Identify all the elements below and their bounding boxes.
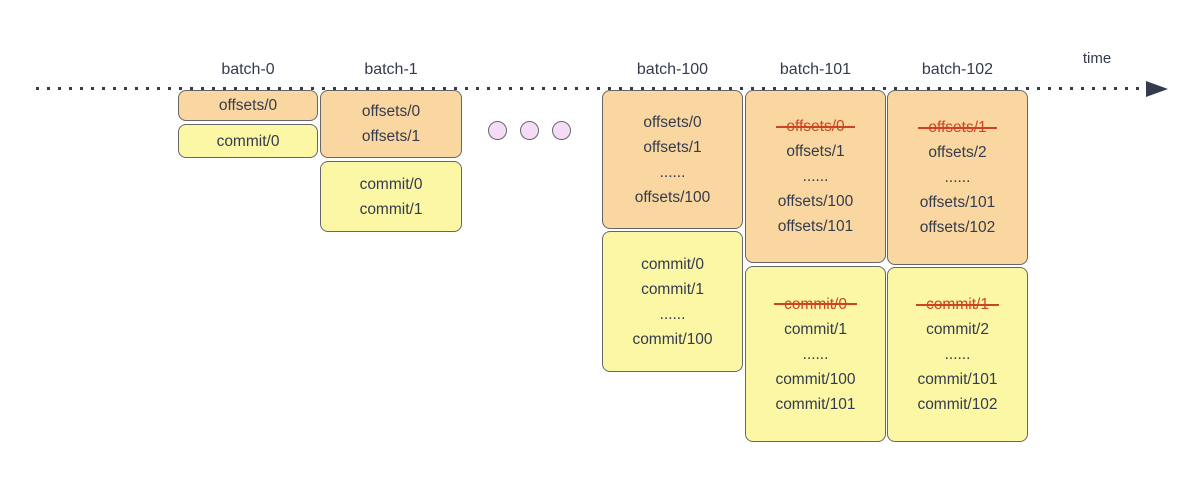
batch-102-label: batch-102 — [921, 61, 994, 78]
box-line: commit/1 — [641, 280, 704, 298]
box-line: commit/0 — [216, 132, 280, 150]
batch-102-commit-box: commit/1 commit/2 ...... commit/101 comm… — [887, 267, 1028, 442]
box-line: offsets/101 — [777, 218, 854, 235]
batch-0-label: batch-0 — [221, 61, 275, 78]
batch-0-offsets-box: offsets/0 — [178, 90, 318, 121]
box-line: commit/102 — [917, 396, 998, 413]
batch-1-label: batch-1 — [364, 61, 418, 78]
box-line: commit/101 — [775, 395, 856, 413]
box-line: ...... — [802, 345, 829, 363]
box-line: offsets/1 — [361, 128, 421, 145]
box-line: offsets/102 — [919, 219, 996, 236]
box-line: offsets/1 — [786, 143, 845, 160]
box-line: commit/1 — [916, 292, 999, 317]
box-line: offsets/1 — [643, 138, 702, 156]
batch-100-label: batch-100 — [636, 61, 709, 78]
timeline-dotted-line — [36, 87, 1146, 90]
batch-101-commit-box: commit/0 commit/1 ...... commit/100 comm… — [745, 266, 886, 442]
batch-100-offsets-box: offsets/0 offsets/1 ...... offsets/100 — [602, 90, 743, 229]
box-line: commit/0 — [774, 292, 857, 317]
box-line: commit/100 — [775, 370, 856, 388]
struck-text: offsets/0 — [776, 114, 856, 139]
time-axis-label: time — [1082, 50, 1112, 67]
ellipsis-dot-icon — [552, 121, 571, 140]
batch-102-offsets-box: offsets/1 offsets/2 ...... offsets/101 o… — [887, 90, 1028, 265]
box-line: commit/101 — [917, 371, 998, 388]
box-line: ...... — [659, 163, 686, 181]
box-line: offsets/0 — [776, 114, 856, 139]
timeline-arrowhead-icon — [1146, 81, 1168, 97]
batch-101-offsets-box: offsets/0 offsets/1 ...... offsets/100 o… — [745, 90, 886, 263]
ellipsis-dot-icon — [520, 121, 539, 140]
batch-1-offsets-box: offsets/0 offsets/1 — [320, 90, 462, 158]
box-line: commit/0 — [641, 255, 704, 273]
batch-1-commit-box: commit/0 commit/1 — [320, 161, 462, 232]
box-line: offsets/100 — [634, 188, 711, 206]
box-line: ...... — [802, 168, 829, 185]
struck-text: offsets/1 — [918, 115, 998, 140]
box-line: ...... — [944, 346, 971, 363]
box-line: offsets/100 — [777, 193, 854, 210]
batch-0-commit-box: commit/0 — [178, 124, 318, 158]
box-line: commit/1 — [784, 320, 847, 338]
box-line: ...... — [944, 169, 971, 186]
box-line: commit/2 — [926, 321, 989, 338]
struck-text: commit/0 — [774, 292, 857, 317]
struck-text: commit/1 — [916, 292, 999, 317]
box-line: commit/0 — [359, 175, 423, 193]
box-line: offsets/1 — [918, 115, 998, 140]
box-line: offsets/0 — [643, 113, 702, 131]
batch-101-label: batch-101 — [779, 61, 852, 78]
box-line: offsets/101 — [919, 194, 996, 211]
box-line: ...... — [659, 305, 686, 323]
box-line: offsets/0 — [218, 97, 278, 114]
box-line: commit/1 — [359, 200, 423, 218]
ellipsis-dot-icon — [488, 121, 507, 140]
box-line: offsets/2 — [928, 144, 987, 161]
box-line: offsets/0 — [361, 103, 421, 120]
box-line: commit/100 — [632, 330, 713, 348]
batch-100-commit-box: commit/0 commit/1 ...... commit/100 — [602, 231, 743, 372]
